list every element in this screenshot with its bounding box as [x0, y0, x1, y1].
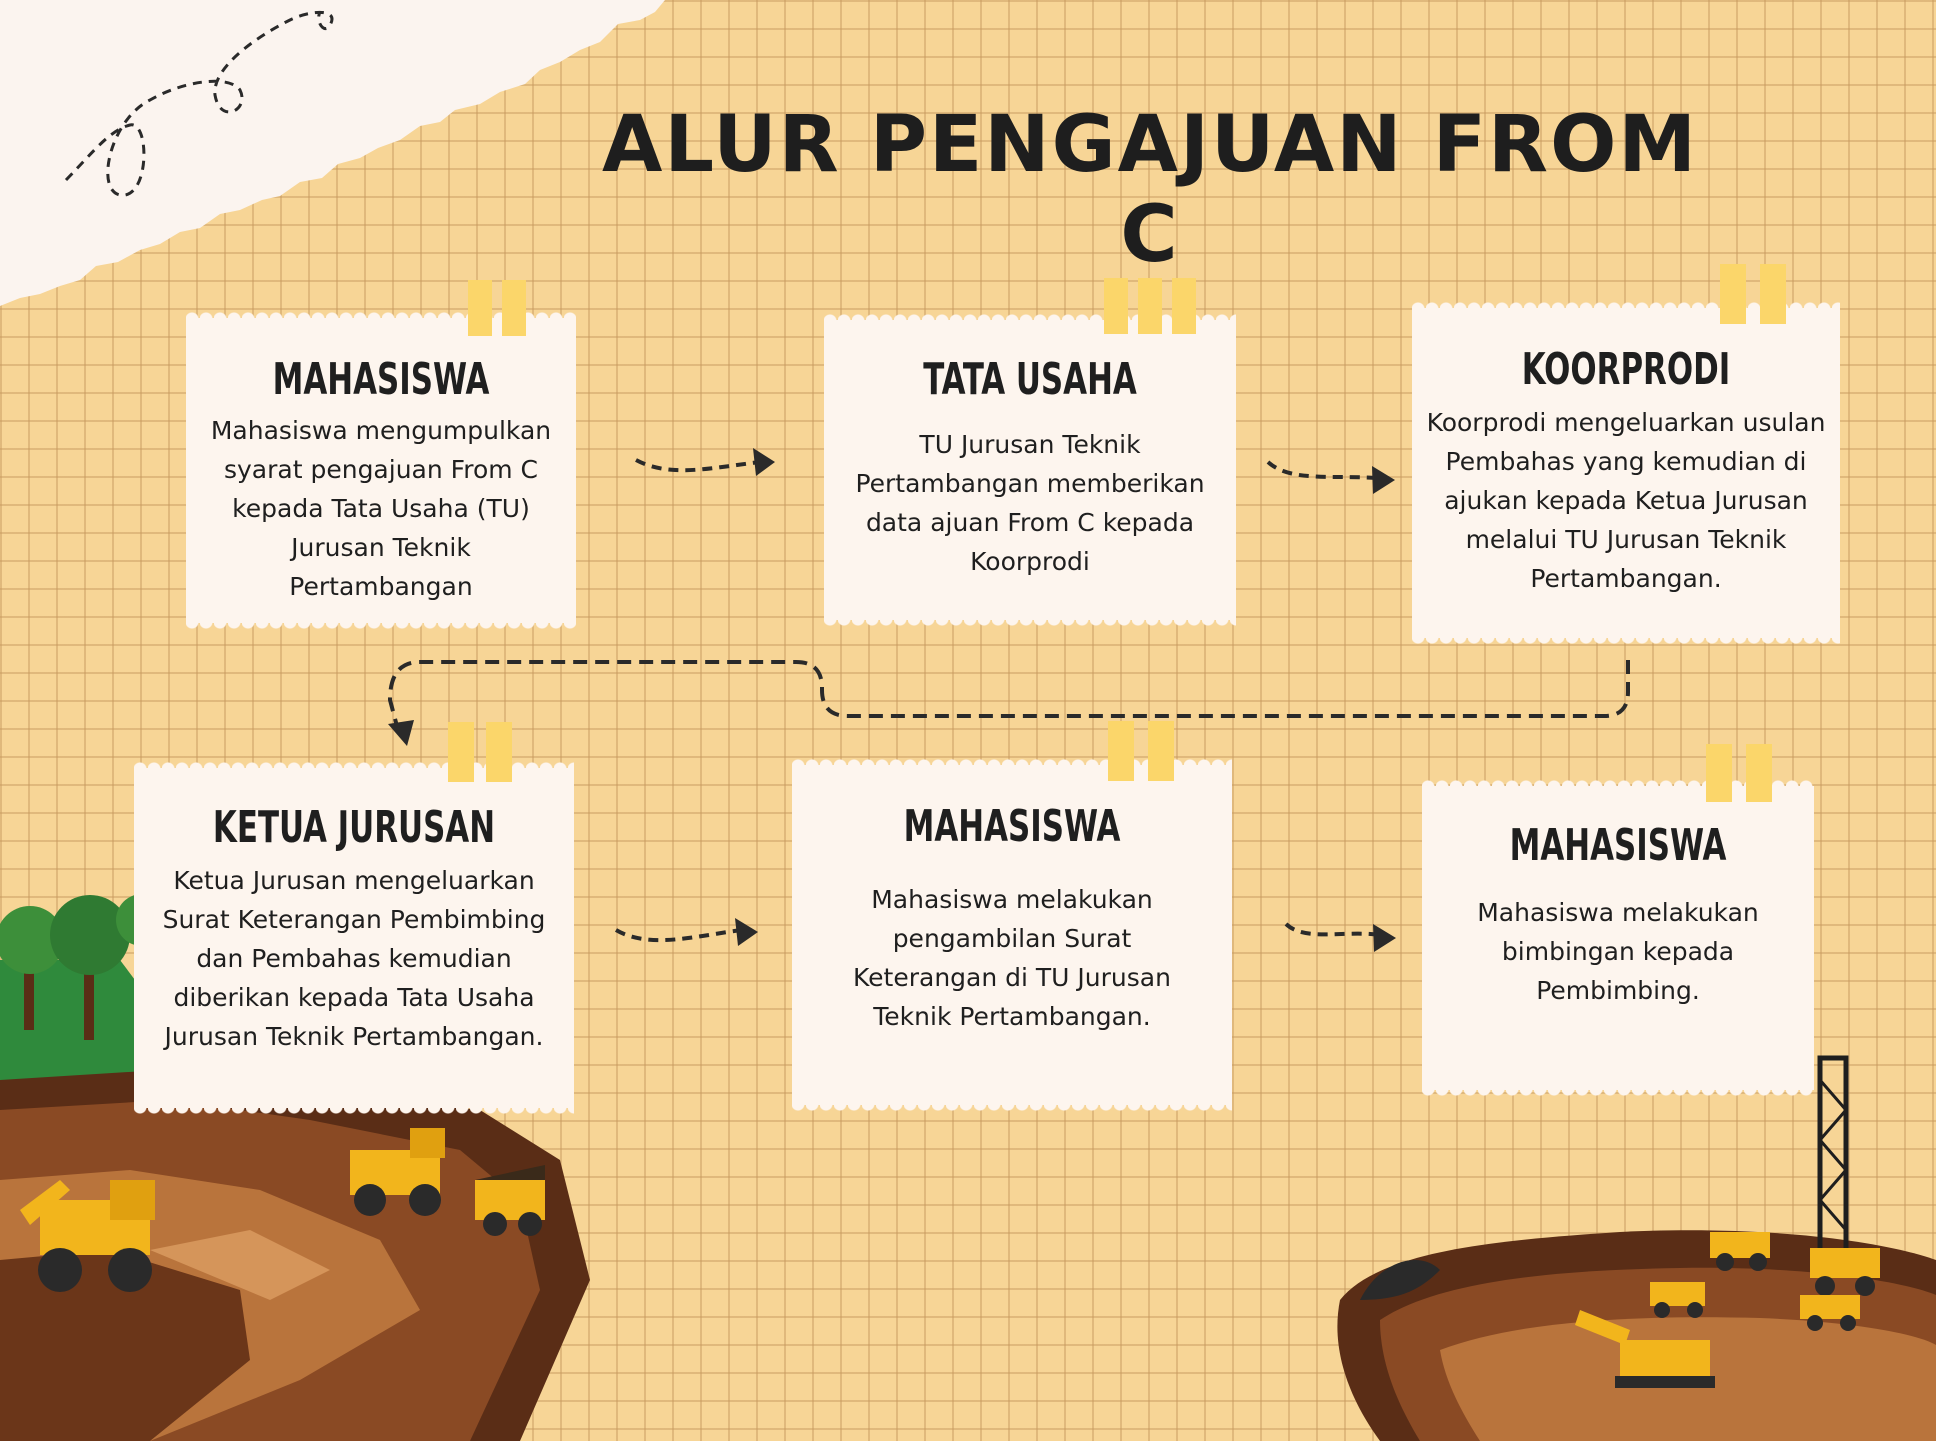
connector-4-5 — [614, 928, 743, 943]
tape-decoration — [1706, 744, 1732, 802]
dump-truck-icon — [350, 1128, 545, 1236]
dump-truck-icon — [1650, 1232, 1860, 1331]
dashed-arrow-icon — [1372, 466, 1395, 494]
tape-decoration — [1148, 721, 1174, 781]
tape-decoration — [1760, 264, 1786, 324]
tape-decoration — [1104, 278, 1128, 334]
mining-landscape-left — [0, 894, 590, 1441]
dashed-loop-doodle — [64, 10, 334, 197]
step-title: TATA USAHA — [923, 354, 1137, 405]
dashed-arrow-icon — [388, 720, 414, 746]
tape-decoration — [1746, 744, 1772, 802]
mining-landscape-right — [1337, 1055, 1936, 1441]
step-title: MAHASISWA — [1509, 820, 1727, 871]
connector-1-2 — [635, 458, 761, 473]
dashed-arrow-icon — [753, 448, 775, 476]
tape-decoration — [1108, 721, 1134, 781]
excavator-icon — [20, 1180, 155, 1292]
tape-decoration — [1720, 264, 1746, 324]
dashed-arrow-icon — [1373, 924, 1396, 952]
page-title: ALUR PENGAJUAN FROM C — [602, 100, 1698, 280]
tape-decoration — [1172, 278, 1196, 334]
connector-2-3 — [1266, 460, 1379, 480]
step-title: KOORPRODI — [1521, 344, 1731, 395]
tape-decoration — [448, 722, 474, 782]
torn-paper-corner — [0, 0, 665, 306]
step-title: MAHASISWA — [272, 354, 490, 405]
drill-rig-icon — [1810, 1055, 1880, 1296]
step-card-ketua-jurusan: KETUA JURUSAN Ketua Jurusan mengeluarkan… — [134, 722, 574, 1108]
step-title: MAHASISWA — [903, 801, 1121, 852]
excavator-icon — [1575, 1310, 1715, 1388]
step-title: KETUA JURUSAN — [212, 802, 496, 853]
tape-decoration — [1138, 278, 1162, 334]
tape-decoration — [502, 280, 526, 336]
connector-3-4 — [387, 660, 1630, 731]
dashed-arrow-icon — [735, 918, 758, 946]
tape-decoration — [486, 722, 512, 782]
connector-5-6 — [1284, 922, 1381, 937]
tape-decoration — [468, 280, 492, 336]
